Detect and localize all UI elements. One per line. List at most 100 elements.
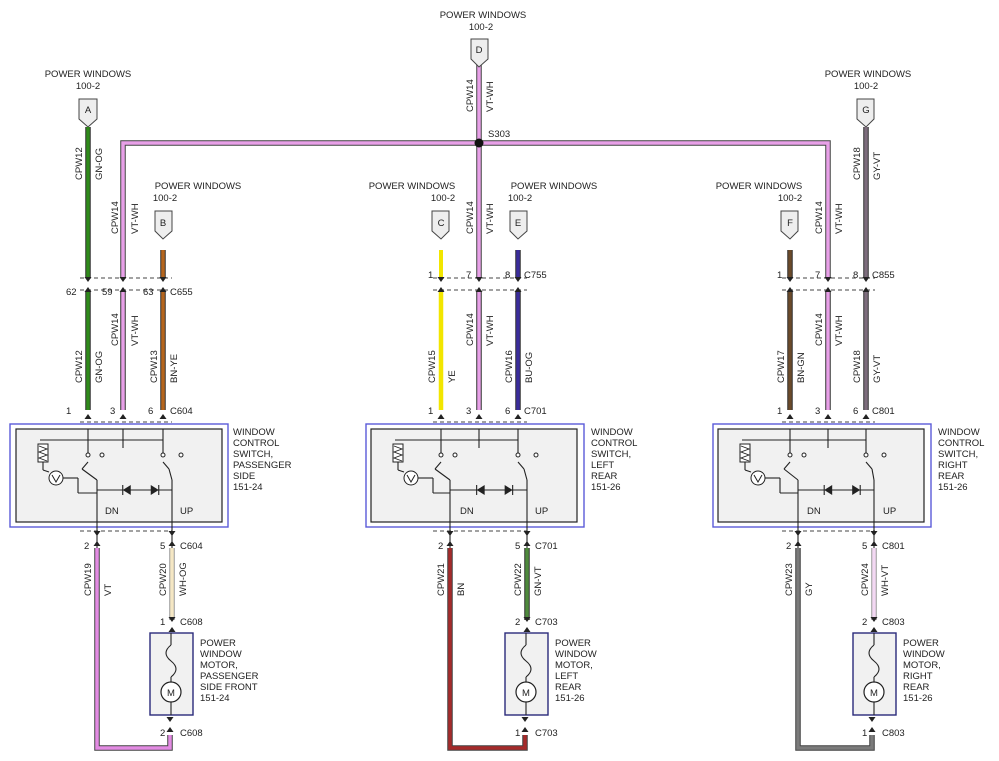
wire-circuit: CPW23 — [784, 563, 795, 596]
svg-text:REAR: REAR — [903, 682, 930, 693]
motor-schematic: M — [863, 633, 885, 715]
switch-contact — [533, 452, 539, 458]
svg-text:151-26: 151-26 — [938, 482, 968, 493]
thermal-breaker-icon — [868, 644, 880, 678]
pin-arrow — [446, 531, 454, 536]
switch-contact — [863, 452, 869, 458]
svg-text:MOTOR,: MOTOR, — [903, 660, 941, 671]
pin-arrow — [168, 531, 176, 536]
ref-flag-g[interactable]: POWER WINDOWS 100-2 G — [825, 69, 912, 128]
switch-contact — [438, 452, 444, 458]
pin-arrow — [794, 541, 802, 546]
component-name: WINDOW CONTROL SWITCH, PASSENGER SIDE 15… — [233, 427, 292, 493]
component-name: POWER WINDOW MOTOR, PASSENGER SIDE FRONT… — [200, 638, 259, 704]
ref-letter: C — [438, 218, 445, 229]
svg-text:LEFT: LEFT — [555, 671, 578, 682]
ref-flag-a[interactable]: POWER WINDOWS 100-2 A — [45, 69, 132, 128]
ref-flag-d[interactable]: POWER WINDOWS 100-2 D — [440, 10, 527, 68]
pin-arrow — [862, 287, 870, 292]
vt-wh-bus: S303 — [120, 60, 831, 278]
switch-up-label: UP — [535, 506, 548, 517]
illumination-icon — [392, 445, 404, 462]
led-icon — [753, 474, 763, 484]
ref-letter: F — [787, 218, 793, 229]
diode-icon — [824, 485, 833, 495]
switch-link — [523, 468, 528, 481]
splice-label: S303 — [488, 129, 510, 140]
pin-arrow — [786, 287, 794, 292]
switch-link — [434, 468, 451, 481]
pin-arrow — [166, 727, 174, 732]
svg-text:CONTROL: CONTROL — [591, 438, 637, 449]
connector-label: C703 — [535, 617, 558, 628]
switch-dn-label: DN — [807, 506, 821, 517]
motor-schematic: M — [160, 633, 182, 715]
wire-circuit: CPW14 — [110, 201, 121, 234]
power-window-motor-passenger-front[interactable]: POWER WINDOW MOTOR, PASSENGER SIDE FRONT… — [149, 632, 259, 716]
pin-arrow — [521, 727, 529, 732]
wire-color: VT — [103, 584, 114, 596]
wire-color: VT-WH — [485, 203, 496, 234]
pin-label: 5 — [862, 541, 867, 552]
mid-connectors — [80, 277, 875, 291]
switch-schematic — [739, 429, 887, 548]
ref-letter: A — [85, 105, 92, 116]
ref-title: POWER WINDOWS — [716, 181, 803, 192]
upper-wires — [85, 127, 869, 278]
connector-label: C755 — [524, 270, 547, 281]
pin-label: 5 — [160, 541, 165, 552]
pin-arrow — [446, 541, 454, 546]
pin-label: 1 — [862, 728, 867, 739]
pin-label: 7 — [466, 270, 471, 281]
ref-page: 100-2 — [508, 193, 532, 204]
connector-label: C803 — [882, 728, 905, 739]
wire-circuit: CPW18 — [852, 350, 863, 383]
ref-flag-c[interactable]: POWER WINDOWS 100-2 C — [369, 181, 456, 240]
component-name: POWER WINDOW MOTOR, LEFT REAR 151-26 — [555, 638, 597, 704]
svg-text:RIGHT: RIGHT — [903, 671, 933, 682]
switch-lead — [42, 469, 50, 473]
wire-circuit: CPW16 — [504, 350, 515, 383]
power-window-motor-right-rear[interactable]: POWER WINDOW MOTOR, RIGHT REAR 151-26 — [852, 632, 945, 716]
connector-label: C604 — [180, 541, 203, 552]
ref-title: POWER WINDOWS — [45, 69, 132, 80]
ref-flag-e[interactable]: POWER WINDOWS 100-2 E — [508, 181, 597, 240]
switch-blade — [81, 461, 89, 470]
window-control-switch-right-rear[interactable]: 1 3 6 C801 DN UP WINDOW CONTROL SWITCH, … — [712, 406, 984, 532]
pin-arrow — [166, 717, 174, 722]
pin-arrow — [523, 531, 531, 536]
connector-label: C703 — [535, 728, 558, 739]
svg-text:WINDOW: WINDOW — [200, 649, 242, 660]
switch-contact — [178, 452, 184, 458]
switch-link — [783, 468, 799, 481]
svg-text:WINDOW: WINDOW — [903, 649, 945, 660]
power-window-motor-left-rear[interactable]: POWER WINDOW MOTOR, LEFT REAR 151-26 — [504, 632, 597, 716]
pin-arrow — [475, 414, 483, 419]
connector-label: C608 — [180, 728, 203, 739]
wire-color: WH-OG — [178, 562, 189, 596]
ref-page: 100-2 — [153, 193, 177, 204]
svg-text:CONTROL: CONTROL — [233, 438, 279, 449]
wire-circuit: CPW14 — [465, 201, 476, 234]
pin-label: 5 — [515, 541, 520, 552]
pin-label: 3 — [110, 406, 115, 417]
wire-circuit: CPW18 — [852, 147, 863, 180]
pin-label: 1 — [777, 270, 782, 281]
diode-icon — [122, 485, 131, 495]
svg-text:PASSENGER: PASSENGER — [200, 671, 259, 682]
pin-arrow — [824, 277, 832, 282]
switch-contact — [160, 452, 166, 458]
switch-blade — [865, 461, 873, 470]
ref-flag-b[interactable]: POWER WINDOWS 100-2 B — [153, 181, 241, 240]
wire-color: VT-WH — [130, 203, 141, 234]
mid-wire-labels: CPW12 GN-OG CPW14 VT-WH CPW13 BN-YE CPW1… — [74, 313, 883, 383]
ref-page: 100-2 — [778, 193, 802, 204]
ref-flag-f[interactable]: POWER WINDOWS 100-2 F — [716, 181, 803, 240]
wire-color: GN-OG — [94, 351, 105, 383]
svg-text:WINDOW: WINDOW — [555, 649, 597, 660]
window-control-switch-passenger[interactable]: 1 3 6 C604 DN UP WINDOW CONTROL SWITCH, … — [9, 406, 292, 532]
window-control-switch-left-rear[interactable]: 1 3 6 C701 DN UP WINDOW CONTROL SWITCH, … — [365, 406, 637, 532]
pin-arrow — [868, 727, 876, 732]
switch-up-label: UP — [180, 506, 193, 517]
